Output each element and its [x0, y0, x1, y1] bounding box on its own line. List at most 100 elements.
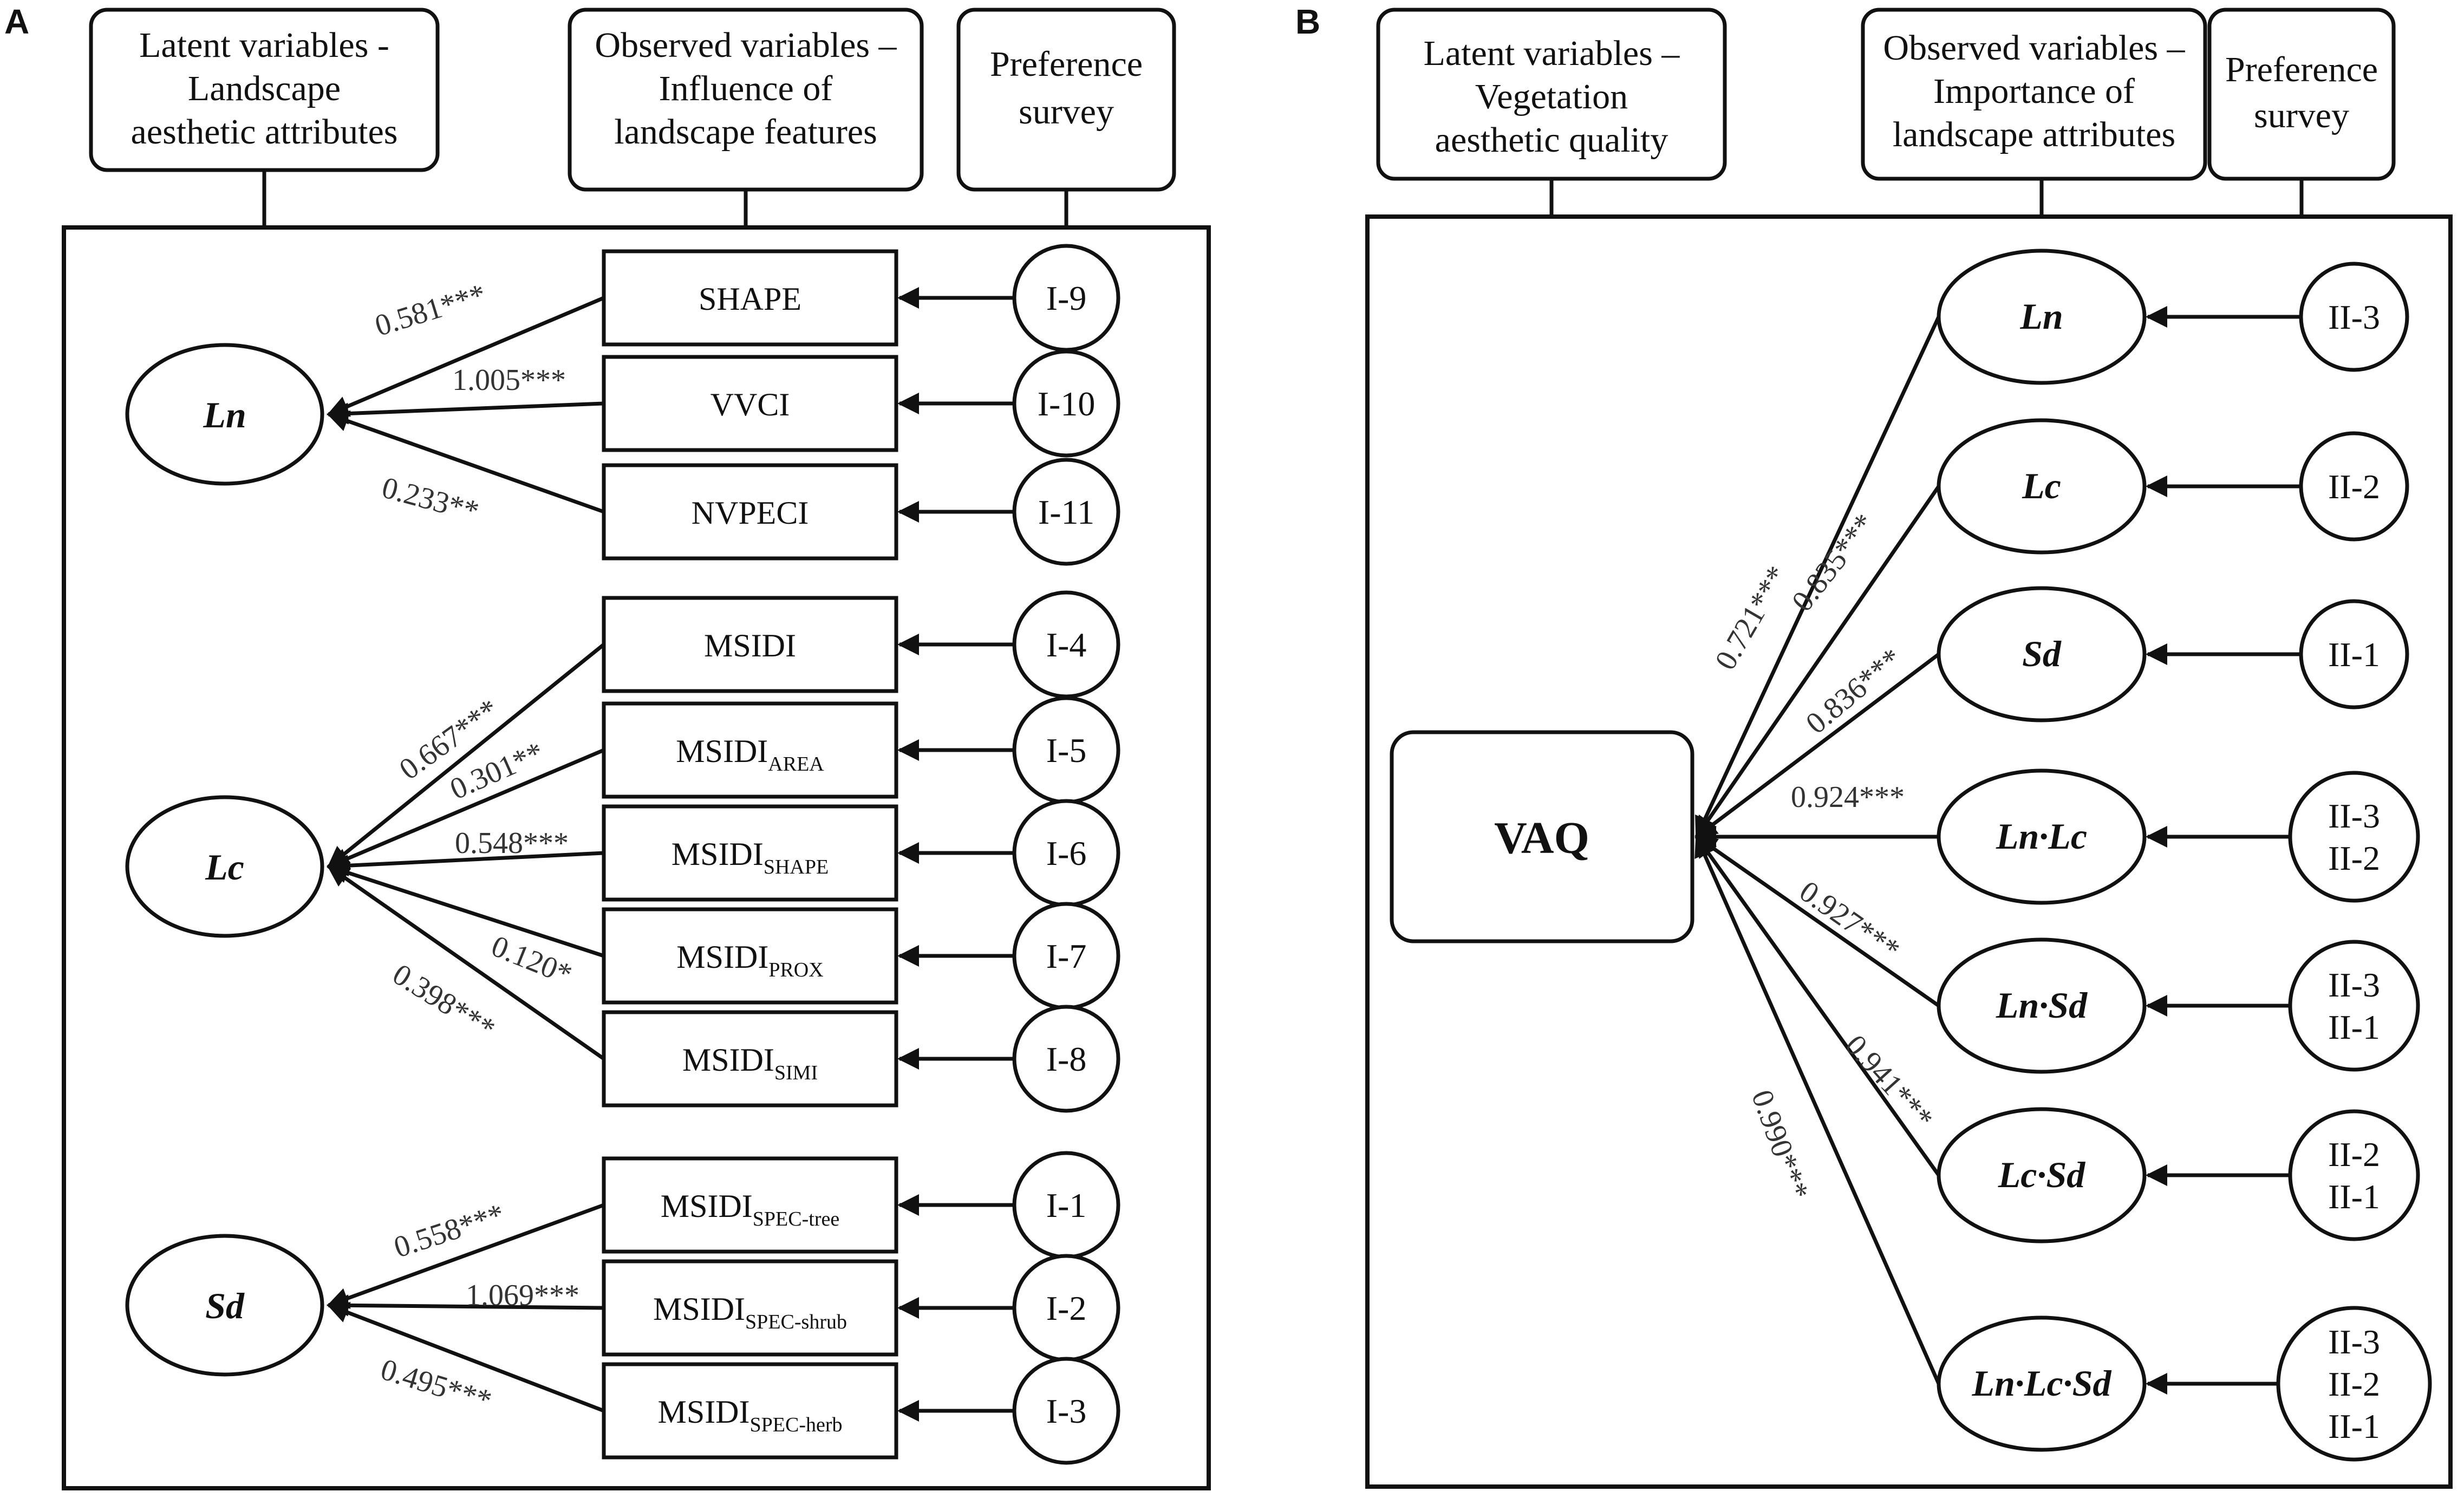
observed-variable-main: VVCI — [710, 387, 790, 422]
coefficient-label: 0.835*** — [1785, 507, 1882, 618]
attribute-ellipse — [1937, 418, 2147, 555]
survey-item-label: I-5 — [1046, 731, 1087, 770]
path-line — [327, 296, 605, 417]
observed-variable-main: SHAPE — [699, 281, 801, 317]
survey-item-label: II-3 — [2328, 797, 2380, 835]
path-line — [327, 411, 605, 514]
attribute-label: Lc — [2022, 465, 2061, 506]
path-line — [1695, 835, 1940, 1177]
header-line: Importance of — [1933, 71, 2135, 111]
observed-variable-main: NVPECI — [692, 495, 809, 531]
survey-item-label: I-6 — [1046, 834, 1087, 872]
survey-item-label: II-3 — [2328, 1323, 2380, 1361]
observed-variable-box — [602, 463, 898, 561]
coefficient-label: 1.005*** — [452, 363, 566, 397]
observed-variable-subscript: SPEC-shrub — [745, 1311, 847, 1333]
survey-item-label: II-1 — [2328, 1407, 2380, 1445]
coefficient-label: 0.120* — [487, 929, 577, 992]
path-line — [327, 1302, 605, 1413]
observed-variable-box — [602, 249, 898, 347]
path-line — [327, 1203, 605, 1309]
survey-item-circle — [1012, 349, 1120, 458]
attribute-ellipse — [1937, 586, 2147, 722]
survey-item-label: II-2 — [2328, 839, 2380, 877]
panel-b-header-survey: Preference survey — [2207, 8, 2396, 217]
latent-label: Lc — [205, 846, 244, 888]
path-line — [1694, 316, 1941, 839]
observed-variable-box — [602, 701, 898, 799]
observed-variable-main: MSIDI — [672, 836, 764, 872]
panel-a-header-survey: Preference survey — [956, 8, 1176, 227]
coefficient-label: 0.548*** — [455, 826, 569, 860]
path-line — [1694, 835, 1940, 1007]
observed-variable-main: MSIDI — [704, 628, 796, 663]
survey-item-circle — [2288, 771, 2420, 903]
survey-item-label: II-3 — [2328, 298, 2380, 336]
path-line — [327, 851, 604, 877]
observed-variable-subscript: AREA — [768, 753, 824, 776]
observed-variable-label: MSIDISPEC-shrub — [653, 1291, 847, 1333]
coefficient-label: 0.398*** — [387, 958, 501, 1046]
header-line: Latent variables - — [139, 25, 389, 65]
survey-item-circle — [2299, 599, 2409, 709]
survey-item-label: II-2 — [2328, 467, 2380, 506]
observed-variable-box — [602, 907, 898, 1005]
path-line — [327, 748, 605, 869]
panel-a-frame — [62, 225, 1211, 1490]
observed-variable-label: MSIDISPEC-herb — [657, 1394, 842, 1436]
observed-variable-subscript: SPEC-tree — [753, 1208, 839, 1230]
header-line: Vegetation — [1475, 77, 1628, 116]
path-line — [327, 865, 605, 1060]
header-line: Preference — [990, 44, 1143, 84]
observed-variable-label: MSIDISHAPE — [672, 836, 829, 878]
header-line: landscape attributes — [1893, 115, 2175, 154]
panel-b-frame — [1365, 214, 2453, 1489]
coefficient-label: 0.924*** — [1791, 780, 1905, 814]
survey-item-label: I-9 — [1046, 279, 1087, 317]
panel-a: A Latent variables - Landscape aesthetic… — [4, 2, 1211, 1490]
survey-item-label: I-2 — [1046, 1289, 1087, 1327]
attribute-label: Ln·Sd — [1996, 985, 2088, 1026]
coefficient-label: 0.558*** — [390, 1197, 509, 1265]
survey-item-circle — [2276, 1306, 2432, 1462]
observed-variable-main: MSIDI — [657, 1394, 749, 1430]
header-line: Landscape — [188, 69, 341, 108]
survey-item-circle — [2299, 431, 2409, 542]
latent-ellipse — [125, 1234, 324, 1377]
attribute-ellipse — [1937, 1315, 2147, 1452]
header-line: Observed variables – — [1883, 28, 2185, 68]
observed-variable-label: MSIDISIMI — [682, 1042, 818, 1084]
attribute-label: Lc·Sd — [1998, 1154, 2086, 1195]
survey-item-label: I-8 — [1046, 1040, 1087, 1078]
observed-variable-subscript: SPEC-herb — [750, 1414, 843, 1436]
survey-item-label: II-2 — [2328, 1135, 2380, 1174]
panel-b: B Latent variables – Vegetation aestheti… — [1295, 2, 2453, 1489]
observed-variable-main: MSIDI — [661, 1188, 753, 1224]
survey-item-label: I-4 — [1046, 626, 1087, 664]
latent-ellipse — [125, 795, 324, 938]
latent-label: Sd — [205, 1285, 245, 1326]
header-line: Influence of — [659, 69, 833, 108]
header-line: landscape features — [614, 112, 877, 152]
observed-variable-label: NVPECI — [692, 495, 809, 531]
panel-b-label: B — [1295, 2, 1320, 41]
path-line — [1694, 653, 1940, 838]
survey-item-label: I-3 — [1046, 1392, 1087, 1430]
observed-variable-label: MSIDI — [704, 628, 796, 663]
attribute-label: Ln·Lc·Sd — [1972, 1363, 2112, 1404]
observed-variable-subscript: PROX — [768, 959, 823, 981]
observed-variable-label: VVCI — [710, 387, 790, 422]
survey-item-circle — [2299, 262, 2409, 372]
panel-a-header-observed: Observed variables – Influence of landsc… — [568, 8, 924, 227]
observed-variable-box — [602, 1156, 898, 1254]
attribute-ellipse — [1937, 768, 2147, 905]
observed-variable-label: SHAPE — [699, 281, 801, 317]
observed-variable-main: MSIDI — [682, 1042, 774, 1078]
coefficient-label: 0.927*** — [1794, 875, 1906, 967]
header-line: Preference — [2225, 50, 2378, 89]
latent-label: Ln — [203, 394, 246, 435]
vaq-box — [1390, 730, 1694, 943]
attribute-ellipse — [1937, 1107, 2147, 1243]
survey-item-label: I-10 — [1038, 385, 1096, 423]
